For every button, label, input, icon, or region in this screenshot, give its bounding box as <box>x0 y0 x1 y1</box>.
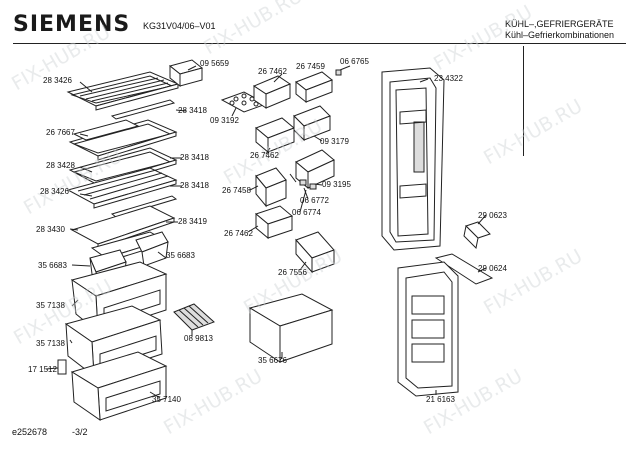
part-label: 08 9813 <box>184 334 213 343</box>
part-label: 28 3426 <box>40 187 69 196</box>
part-label: 29 0624 <box>478 264 507 273</box>
part-label: 35 7138 <box>36 301 65 310</box>
header-divider <box>13 43 626 44</box>
part-label: 28 3426 <box>43 76 72 85</box>
category-title: KÜHL–,GEFRIERGERÄTE <box>505 19 614 29</box>
fridge-door <box>381 67 445 251</box>
bottle-shelf <box>248 293 334 363</box>
part-label: 09 5659 <box>200 59 229 68</box>
part-label: 09 3179 <box>320 137 349 146</box>
freezer-door <box>397 261 459 397</box>
part-label: 09 3195 <box>322 180 351 189</box>
part-label: 28 3418 <box>180 153 209 162</box>
part-label: 29 0623 <box>478 211 507 220</box>
door-seal-strip-2 <box>434 253 494 285</box>
part-label: 06 6765 <box>340 57 369 66</box>
door-shelf-small-7 <box>295 231 335 274</box>
part-label: 21 6163 <box>426 395 455 404</box>
part-label: 06 6772 <box>300 196 329 205</box>
part-label: 26 7556 <box>278 268 307 277</box>
door-shelf-small-6 <box>254 205 294 240</box>
part-label: 26 7462 <box>224 229 253 238</box>
brand-logo: SIEMENS <box>13 12 131 37</box>
wire-shelf-top <box>66 71 180 111</box>
door-shelf-small-4 <box>293 105 331 142</box>
door-shelf-small-1 <box>252 75 292 109</box>
freezer-drawer-3 <box>70 351 168 421</box>
part-label: 35 6676 <box>258 356 287 365</box>
small-hinge-parts <box>289 69 342 190</box>
part-label: 26 7462 <box>250 151 279 160</box>
part-label: 26 7667 <box>46 128 75 137</box>
ice-cube-tray <box>173 303 215 331</box>
door-shelf-bracket <box>255 167 287 208</box>
glass-shelf-2 <box>68 119 178 161</box>
part-label: 26 7459 <box>296 62 325 71</box>
part-label: 35 6683 <box>166 251 195 260</box>
door-seal-strip-1 <box>463 221 491 250</box>
part-label: 28 3419 <box>178 217 207 226</box>
butter-lid <box>168 59 204 88</box>
drawer-handle-clip <box>57 359 67 375</box>
page-number: -3/2 <box>72 427 88 437</box>
wire-shelf-4 <box>66 167 178 218</box>
part-label: 35 6683 <box>38 261 67 270</box>
part-label: 28 3418 <box>178 106 207 115</box>
door-shelf-small-2 <box>295 71 333 104</box>
document-id: e252678 <box>12 427 48 437</box>
door-shelf-small-3 <box>255 117 295 154</box>
part-label: 06 6774 <box>292 208 321 217</box>
category-subtitle: Kühl–Gefrierkombinationen <box>505 30 615 40</box>
leader-lines <box>45 65 487 399</box>
part-label: 17 1512 <box>28 365 57 374</box>
part-label: 26 7458 <box>222 186 251 195</box>
part-label: 28 3430 <box>36 225 65 234</box>
model-number: KG31V04/06–V01 <box>143 21 216 31</box>
part-label: 35 7140 <box>152 395 181 404</box>
shelf-trim-1 <box>110 99 176 120</box>
section-divider <box>523 46 524 156</box>
part-label: 09 3192 <box>210 116 239 125</box>
part-label: 23 4322 <box>434 74 463 83</box>
part-label: 28 3428 <box>46 161 75 170</box>
part-label: 26 7462 <box>258 67 287 76</box>
part-label: 28 3418 <box>180 181 209 190</box>
part-label: 35 7138 <box>36 339 65 348</box>
